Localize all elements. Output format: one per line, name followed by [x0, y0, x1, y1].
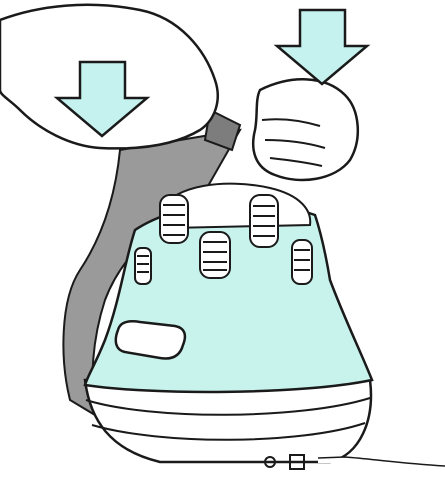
massage-node-2	[160, 195, 188, 243]
massage-node-1	[135, 248, 151, 284]
massage-node-4	[250, 195, 278, 247]
right-hand	[253, 79, 358, 180]
down-arrow-icon	[277, 10, 367, 84]
massage-node-5	[292, 240, 312, 284]
massage-node-3	[200, 232, 230, 278]
device-grip-slot	[116, 321, 185, 358]
